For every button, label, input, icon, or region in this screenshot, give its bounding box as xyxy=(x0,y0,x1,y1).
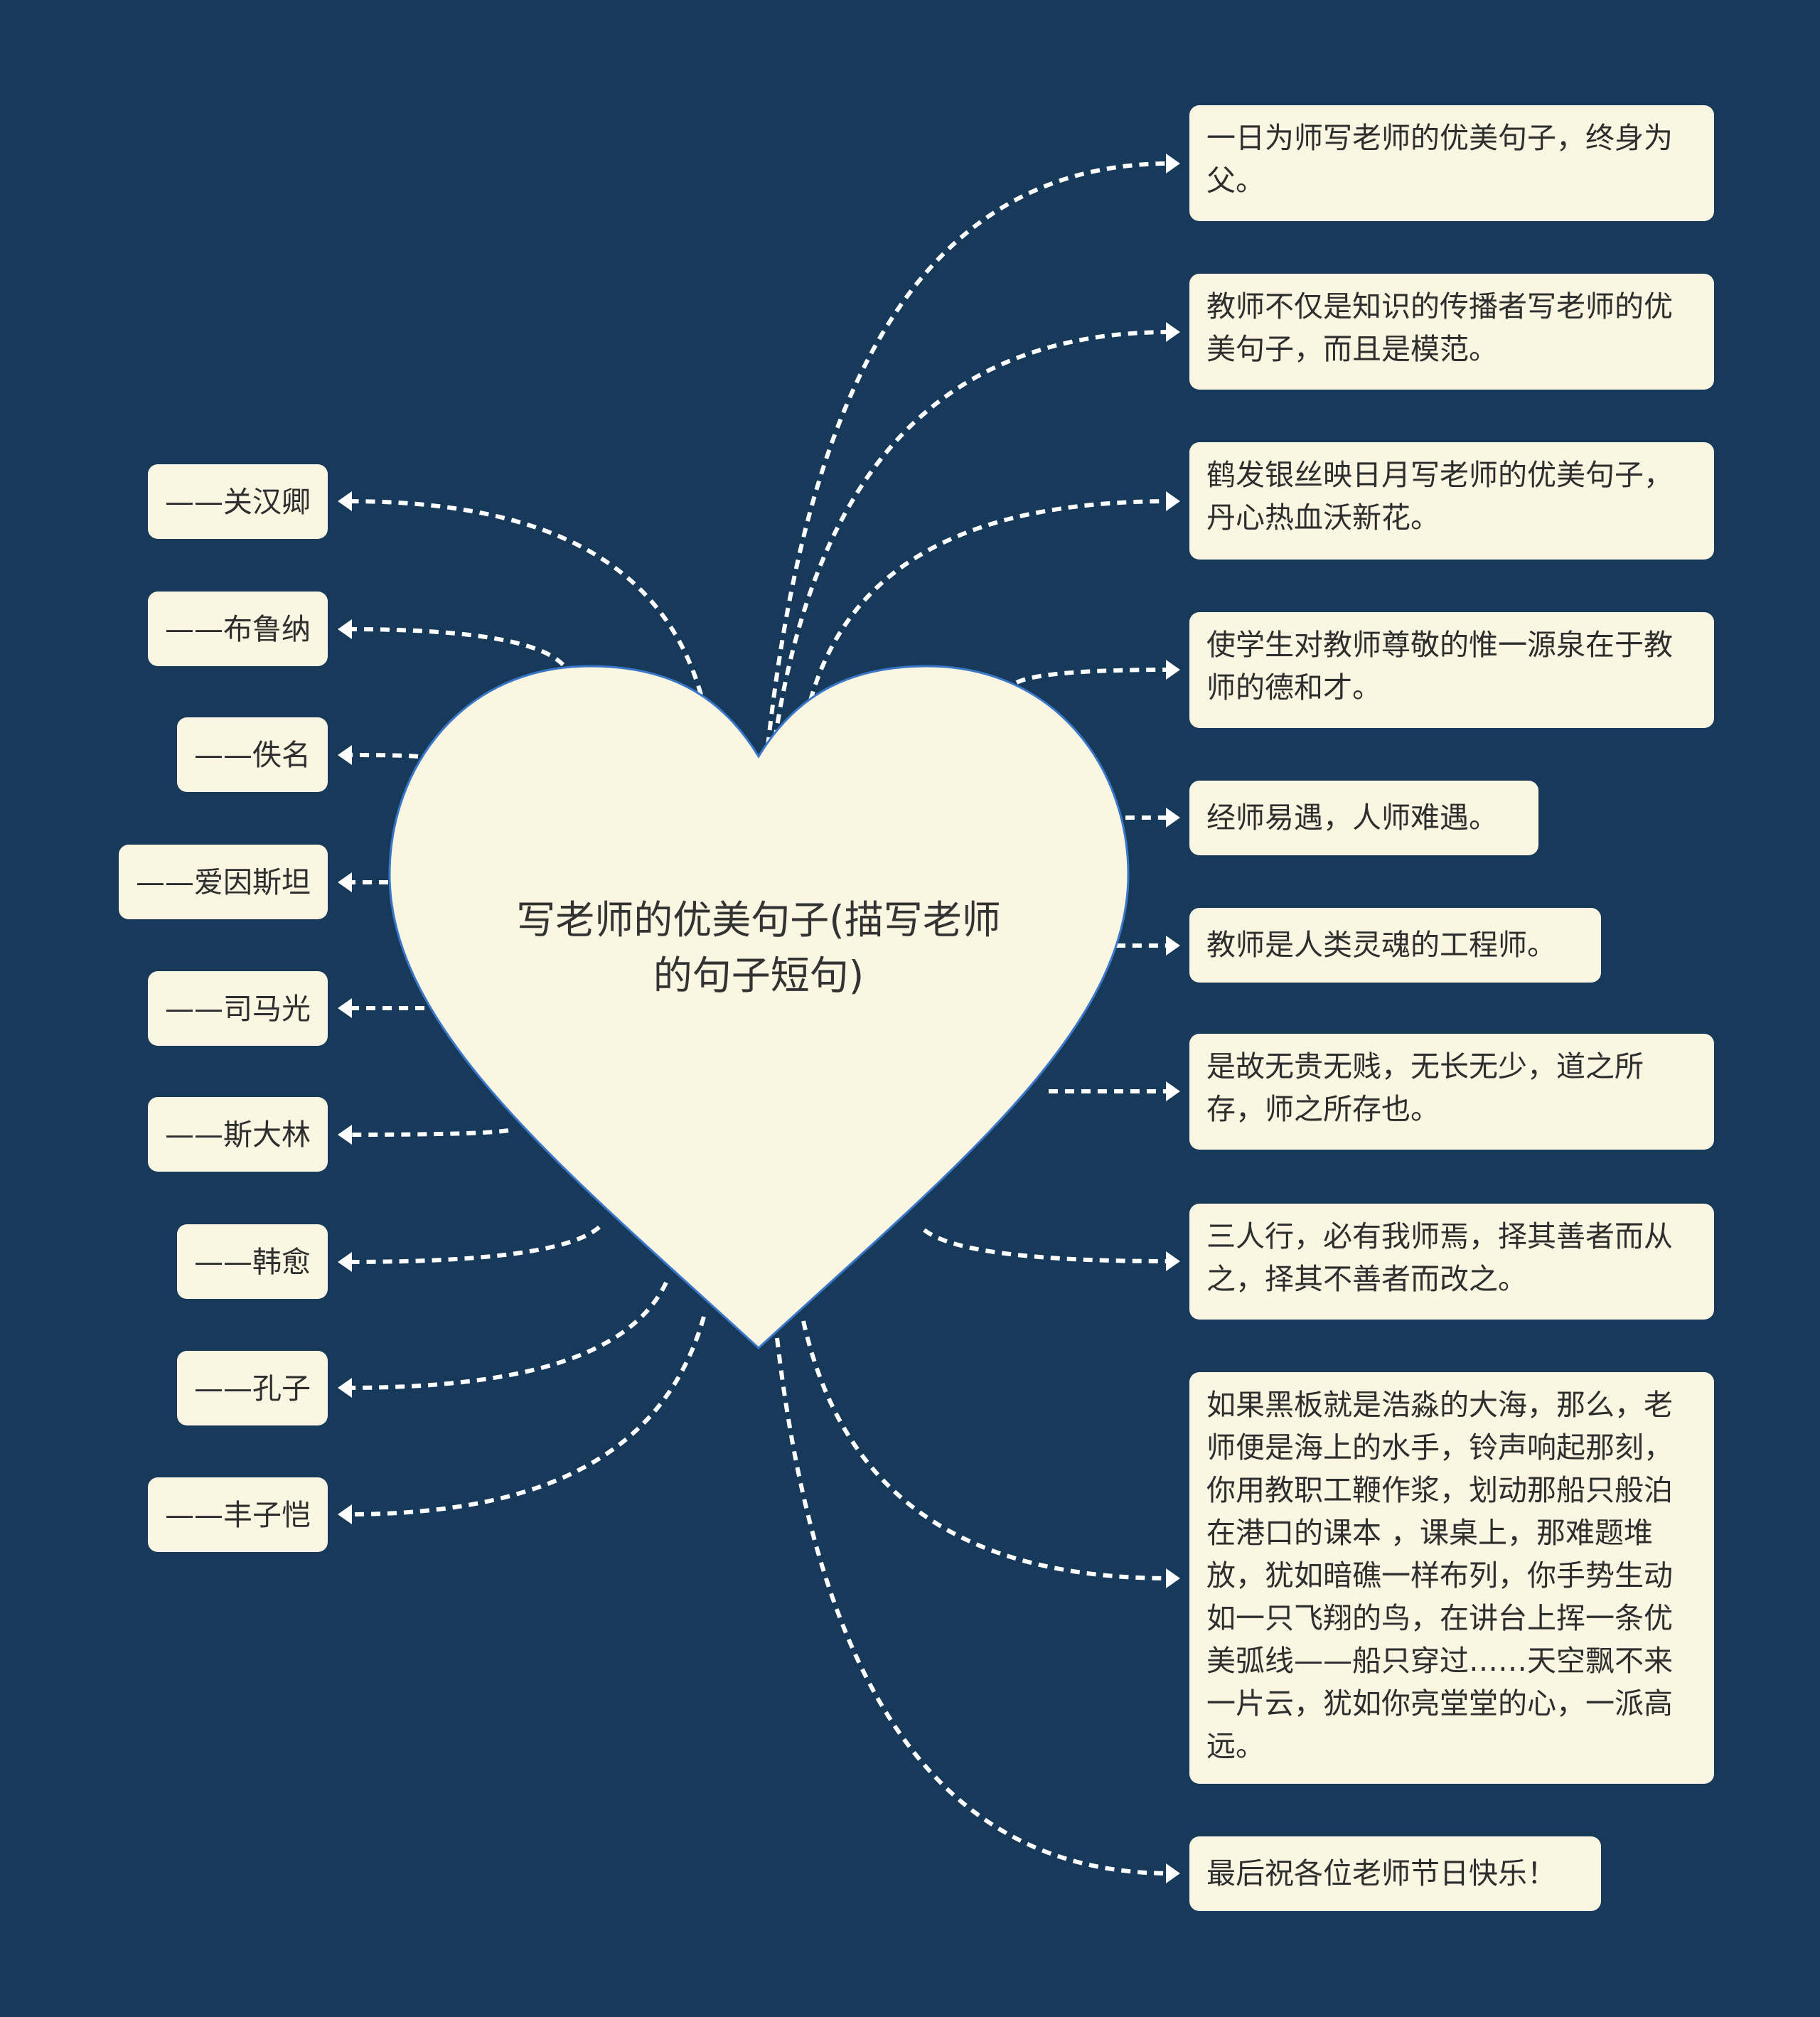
arrowhead-icon-right-2 xyxy=(1166,322,1180,342)
left-node-6[interactable]: ——斯大林 xyxy=(148,1097,328,1172)
right-node-2[interactable]: 教师不仅是知识的传播者写老师的优美句子，而且是模范。 xyxy=(1189,274,1714,390)
arrowhead-icon-right-5 xyxy=(1166,808,1180,828)
connector-left-3 xyxy=(347,753,419,759)
right-node-8[interactable]: 三人行，必有我师焉，择其善者而从之，择其不善者而改之。 xyxy=(1189,1204,1714,1320)
left-node-7[interactable]: ——韩愈 xyxy=(177,1224,328,1299)
right-node-7[interactable]: 是故无贵无贱，无长无少，道之所存，师之所存也。 xyxy=(1189,1034,1714,1150)
arrowhead-icon-left-1 xyxy=(338,491,352,511)
right-node-3[interactable]: 鹤发银丝映日月写老师的优美句子，丹心热血沃新花。 xyxy=(1189,442,1714,560)
right-node-4[interactable]: 使学生对教师尊敬的惟一源泉在于教师的德和才。 xyxy=(1189,612,1714,728)
connector-left-9 xyxy=(347,1316,706,1516)
arrowhead-icon-right-7 xyxy=(1166,1081,1180,1101)
arrowhead-icon-right-1 xyxy=(1166,154,1180,173)
central-topic[interactable]: 写老师的优美句子(描写老师的句子短句) xyxy=(516,897,1001,998)
connector-right-8 xyxy=(923,1228,1171,1263)
arrowhead-icon-left-2 xyxy=(338,619,352,639)
arrowhead-icon-right-6 xyxy=(1166,936,1180,956)
left-node-4[interactable]: ——爱因斯坦 xyxy=(119,845,328,919)
connector-left-6 xyxy=(347,1128,509,1137)
arrowhead-icon-left-5 xyxy=(338,998,352,1018)
left-node-5[interactable]: ——司马光 xyxy=(148,971,328,1046)
left-node-2[interactable]: ——布鲁纳 xyxy=(148,592,328,666)
connector-right-3 xyxy=(808,499,1171,701)
connector-left-1 xyxy=(347,499,703,695)
left-node-8[interactable]: ——孔子 xyxy=(177,1351,328,1425)
connector-left-7 xyxy=(347,1225,601,1264)
arrowhead-icon-left-6 xyxy=(338,1125,352,1145)
arrowhead-icon-left-3 xyxy=(338,745,352,765)
left-node-9[interactable]: ——丰子恺 xyxy=(148,1477,328,1552)
connector-right-4 xyxy=(1015,668,1171,685)
arrowhead-icon-left-4 xyxy=(338,872,352,892)
connector-right-2 xyxy=(773,330,1171,740)
arrowhead-icon-right-10 xyxy=(1166,1863,1180,1883)
right-node-10[interactable]: 最后祝各位老师节日快乐！ xyxy=(1189,1836,1601,1911)
connector-left-2 xyxy=(347,627,565,667)
arrowhead-icon-right-3 xyxy=(1166,491,1180,511)
arrowhead-icon-right-9 xyxy=(1166,1568,1180,1588)
arrowhead-icon-right-8 xyxy=(1166,1251,1180,1271)
connector-right-1 xyxy=(766,161,1171,747)
arrowhead-icon-right-4 xyxy=(1166,660,1180,680)
right-node-1[interactable]: 一日为师写老师的优美句子，终身为父。 xyxy=(1189,105,1714,221)
left-node-1[interactable]: ——关汉卿 xyxy=(148,464,328,539)
central-heart-shape xyxy=(388,665,1130,1350)
connector-left-8 xyxy=(347,1281,668,1390)
connector-right-9 xyxy=(801,1320,1171,1580)
arrowhead-icon-left-7 xyxy=(338,1252,352,1272)
arrowhead-icon-left-8 xyxy=(338,1378,352,1398)
right-node-9[interactable]: 如果黑板就是浩淼的大海，那么，老师便是海上的水手，铃声响起那刻，你用教职工鞭作浆… xyxy=(1189,1372,1714,1784)
right-node-5[interactable]: 经师易遇，人师难遇。 xyxy=(1189,781,1538,855)
left-node-3[interactable]: ——佚名 xyxy=(177,717,328,792)
arrowhead-icon-left-9 xyxy=(338,1504,352,1524)
right-node-6[interactable]: 教师是人类灵魂的工程师。 xyxy=(1189,908,1601,983)
connector-right-10 xyxy=(775,1337,1171,1876)
